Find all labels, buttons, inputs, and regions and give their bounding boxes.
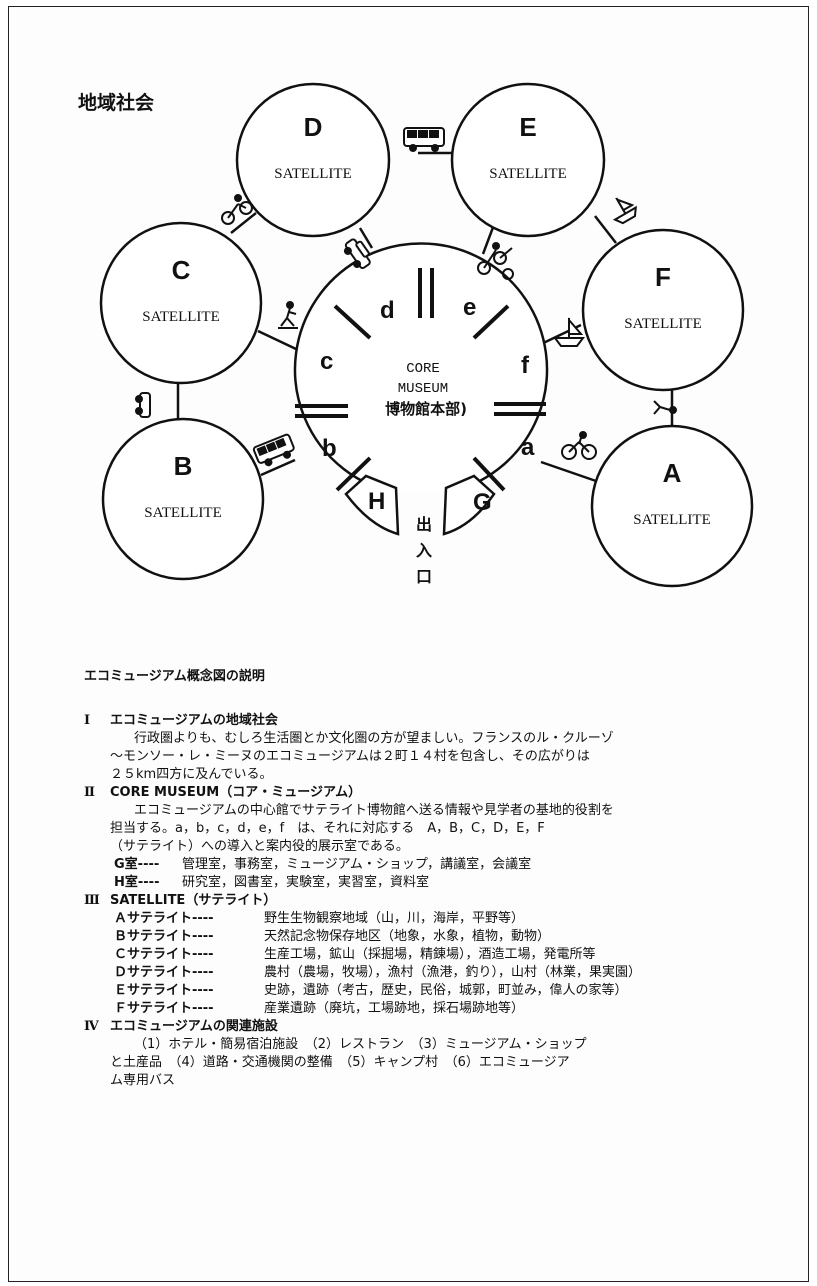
section-3-title: SATELLITE（サテライト） xyxy=(110,893,277,908)
section-4-line-3: ム専用バス xyxy=(110,1073,176,1088)
satellite-d-circle xyxy=(235,82,391,238)
section-1-number: Ⅰ xyxy=(84,713,91,728)
satellite-a-circle xyxy=(590,424,754,588)
satellite-name-b: SATELLITE xyxy=(144,505,221,521)
room-label-g: G xyxy=(473,489,492,516)
room-label-d: d xyxy=(380,297,395,324)
page-frame xyxy=(8,6,809,1282)
room-g-value: 管理室，事務室，ミュージアム・ショップ，講議室，会議室 xyxy=(182,857,532,872)
section-4-title: エコミュージアムの関連施設 xyxy=(110,1019,278,1034)
section-2-line-3: （サテライト）への導入と案内役的展示室である。 xyxy=(110,839,409,854)
satellite-e-row: Ｅサテライト---- 史跡，遺跡（考古，歴史，民俗，城郭，町並み，偉人の家等） xyxy=(84,982,804,1000)
explanation-title: エコミュージアム概念図の説明 xyxy=(84,669,265,684)
walker-icon xyxy=(653,400,677,415)
room-h-row: H室---- 研究室，図書室，実験室，実習室，資料室 xyxy=(84,874,804,892)
cyclists-icon xyxy=(477,242,514,280)
satellite-letter-b: B xyxy=(174,451,193,481)
satellite-a-value: 野生生物観察地域（山，川，海岸，平野等） xyxy=(264,911,525,926)
satellite-letter-d: D xyxy=(304,112,323,142)
satellite-c-value: 生産工場，鉱山（採掘場，精錬場），酒造工場，発電所等 xyxy=(264,947,596,962)
satellite-e-value: 史跡，遺跡（考古，歴史，民俗，城郭，町並み，偉人の家等） xyxy=(264,983,628,998)
satellite-e-circle xyxy=(450,82,606,238)
walker-icon xyxy=(278,301,298,329)
room-g-key: G室---- xyxy=(114,857,160,872)
car-icon xyxy=(135,392,151,418)
room-h-value: 研究室，図書室，実験室，実習室，資料室 xyxy=(182,875,430,890)
satellite-letter-e: E xyxy=(519,112,536,142)
satellite-c-circle xyxy=(99,221,263,385)
satellite-circles xyxy=(99,82,754,588)
satellite-b-row: Ｂサテライト---- 天然記念物保存地区（地象，水象，植物，動物） xyxy=(84,928,804,946)
boat-icon xyxy=(553,317,585,347)
room-label-b: b xyxy=(322,435,337,462)
section-2-number: Ⅱ xyxy=(84,785,95,800)
core-label-line1: CORE xyxy=(406,361,440,377)
core-room-dividers xyxy=(295,268,546,492)
section-4-number: Ⅳ xyxy=(84,1019,99,1034)
satellite-c-row: Ｃサテライト---- 生産工場，鉱山（採掘場，精錬場），酒造工場，発電所等 xyxy=(84,946,804,964)
section-4-heading: Ⅳ エコミュージアムの関連施設 xyxy=(84,1018,804,1036)
section-4-line-1: （1）ホテル・簡易宿泊施設 （2）レストラン （3）ミュージアム・ショップ xyxy=(134,1037,587,1052)
section-1-line-2: 〜モンソー・レ・ミーヌのエコミュージアムは２町１４村を包含し、その広がりは xyxy=(110,749,590,764)
room-label-h: H xyxy=(368,488,385,515)
room-label-a: a xyxy=(521,434,535,461)
region-label: 地域社会 xyxy=(78,92,155,114)
exit-label-1: 出 xyxy=(416,515,432,534)
explanation-section: エコミュージアム概念図の説明 Ⅰ エコミュージアムの地域社会 行政圏よりも、むし… xyxy=(84,668,804,1090)
room-h-key: H室---- xyxy=(114,875,160,890)
satellite-f-circle xyxy=(581,228,745,392)
satellite-a-key: Ａサテライト---- xyxy=(114,911,214,926)
entrance-wings xyxy=(344,474,496,536)
satellite-d-key: Ｄサテライト---- xyxy=(114,965,214,980)
section-1-line-3: ２５km四方に及んでいる。 xyxy=(110,767,273,782)
satellite-name-c: SATELLITE xyxy=(142,309,219,325)
room-labels: d e c f b aH G xyxy=(320,294,535,516)
satellite-letter-a: A xyxy=(663,458,682,488)
section-1-heading: Ⅰ エコミュージアムの地域社会 xyxy=(84,712,804,730)
room-label-e: e xyxy=(463,294,476,321)
satellite-name-d: SATELLITE xyxy=(274,166,351,182)
ecomuseum-diagram: D SATELLITE E SATELLITE C SATELLITE F SATELLITE… xyxy=(99,82,754,588)
satellite-name-f: SATELLITE xyxy=(624,316,701,332)
satellite-letter-c: C xyxy=(172,255,191,285)
room-label-c: c xyxy=(320,348,333,375)
satellite-b-value: 天然記念物保存地区（地象，水象，植物，動物） xyxy=(264,929,551,944)
section-2-line-1: エコミュージアムの中心館でサテライト博物館へ送る情報や見学者の基地的役割を xyxy=(134,803,614,818)
section-2-heading: Ⅱ CORE MUSEUM（コア・ミュージアム） xyxy=(84,784,804,802)
bicycle-icon xyxy=(561,431,597,460)
section-1-line-1: 行政圏よりも、むしろ生活圏とか文化圏の方が望ましい。フランスのル・クルーゾ xyxy=(134,731,614,746)
satellite-b-circle xyxy=(101,417,265,581)
satellite-b-key: Ｂサテライト---- xyxy=(114,929,214,944)
core-label-line2: MUSEUM xyxy=(398,381,448,397)
section-1-title: エコミュージアムの地域社会 xyxy=(110,713,278,728)
satellite-f-value: 産業遺跡（廃坑，工場跡地，採石場跡地等） xyxy=(264,1001,525,1016)
satellite-e-key: Ｅサテライト---- xyxy=(114,983,214,998)
satellite-name-a: SATELLITE xyxy=(633,512,710,528)
exit-label-2: 入 xyxy=(416,541,432,560)
room-label-f: f xyxy=(521,352,530,379)
bus-icon xyxy=(403,127,445,152)
satellite-f-key: Ｆサテライト---- xyxy=(114,1001,214,1016)
satellite-labels: D SATELLITE E SATELLITE C SATELLITE F SATELLITE… xyxy=(142,112,710,528)
satellite-letter-f: F xyxy=(655,262,671,292)
room-g-row: G室---- 管理室，事務室，ミュージアム・ショップ，講議室，会議室 xyxy=(84,856,804,874)
exit-label-3: 口 xyxy=(416,567,432,586)
section-3-heading: Ⅲ SATELLITE（サテライト） xyxy=(84,892,804,910)
section-2-line-2: 担当する。a，b，c，d，e，f は、それに対応する A，B，C，D，E，F xyxy=(110,821,545,836)
section-2-title: CORE MUSEUM（コア・ミュージアム） xyxy=(110,785,362,800)
core-label-line3: 博物館本部) xyxy=(385,400,467,418)
satellite-name-e: SATELLITE xyxy=(489,166,566,182)
boat-icon xyxy=(612,197,637,225)
satellite-a-row: Ａサテライト---- 野生生物観察地域（山，川，海岸，平野等） xyxy=(84,910,804,928)
satellite-f-row: Ｆサテライト---- 産業遺跡（廃坑，工場跡地，採石場跡地等） xyxy=(84,1000,804,1018)
section-4-line-2: と土産品 （4）道路・交通機関の整備 （5）キャンプ村 （6）エコミュージア xyxy=(110,1055,570,1070)
satellite-d-value: 農村（農場，牧場），漁村（漁港，釣り），山村（林業，果実園） xyxy=(264,965,642,980)
bicycle-icon xyxy=(221,194,253,225)
core-museum xyxy=(293,242,549,495)
satellite-c-key: Ｃサテライト---- xyxy=(114,947,214,962)
satellite-d-row: Ｄサテライト---- 農村（農場，牧場），漁村（漁港，釣り），山村（林業，果実園… xyxy=(84,964,804,982)
car-icon xyxy=(343,238,371,270)
section-3-number: Ⅲ xyxy=(84,893,100,908)
bus-icon xyxy=(252,433,295,467)
